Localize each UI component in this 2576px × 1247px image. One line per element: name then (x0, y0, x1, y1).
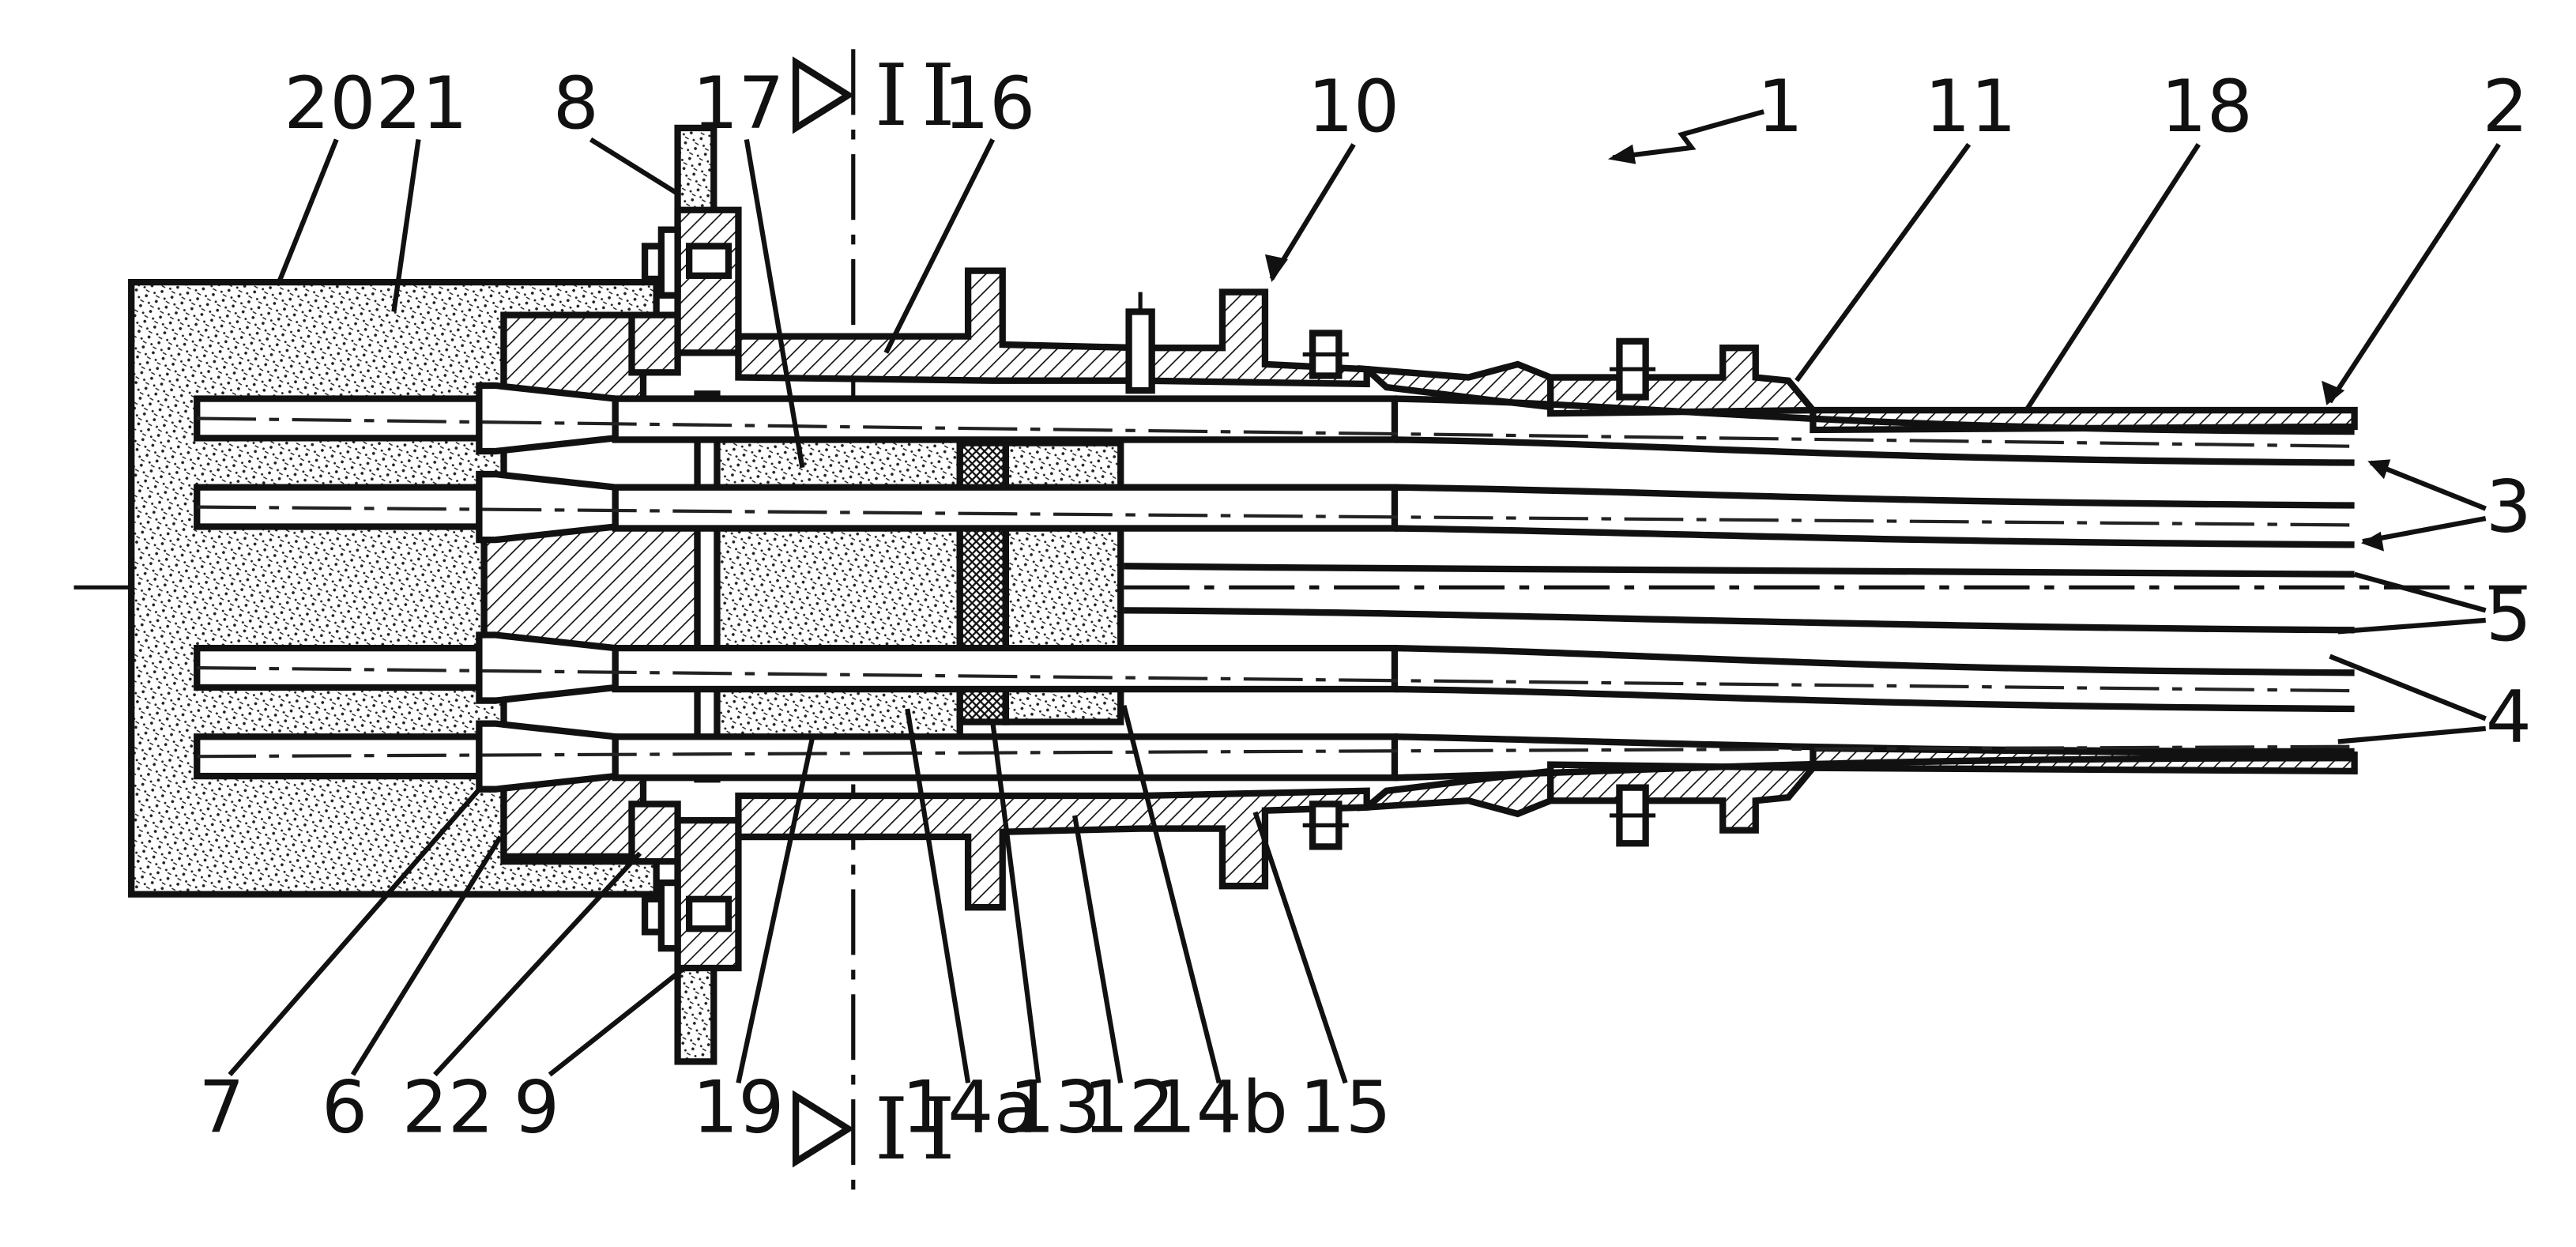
label-11: 11 (1925, 64, 2017, 149)
label-22: 22 (402, 1065, 494, 1150)
label-1: 1 (1757, 64, 1803, 149)
label-9: 9 (514, 1065, 559, 1150)
label-5: 5 (2486, 573, 2532, 657)
label-17: 17 (692, 61, 784, 145)
label-15: 15 (1300, 1065, 1392, 1150)
section-arrow-bottom (796, 1096, 848, 1162)
label-20: 20 (284, 61, 375, 145)
label-19: 19 (692, 1065, 784, 1150)
label-3: 3 (2486, 465, 2532, 549)
label-6: 6 (322, 1065, 367, 1150)
label-14b: 14b (1151, 1065, 1288, 1150)
label-18: 18 (2161, 64, 2253, 149)
label-10: 10 (1308, 64, 1399, 149)
label-2: 2 (2483, 64, 2529, 149)
section-arrow-top (796, 62, 848, 128)
label-8: 8 (553, 61, 599, 145)
label-7: 7 (198, 1065, 244, 1150)
label-16: 16 (943, 61, 1035, 145)
stub (1129, 292, 1152, 391)
label-21: 21 (376, 61, 468, 145)
label-4: 4 (2486, 674, 2532, 759)
